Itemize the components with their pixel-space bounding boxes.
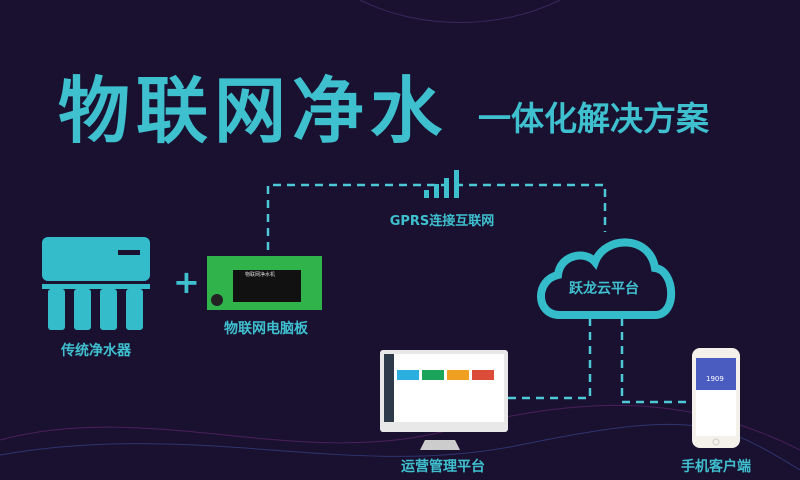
water-filter-icon	[42, 237, 150, 330]
signal-icon	[424, 170, 459, 198]
monitor-image	[380, 350, 508, 450]
phone-image	[692, 348, 740, 448]
connection-lines	[266, 183, 692, 404]
cloud-icon	[537, 238, 676, 319]
label-gprs: GPRS连接互联网	[389, 214, 495, 229]
plus-sign: +	[173, 263, 200, 301]
pcb-board-image	[207, 256, 322, 310]
label-filter: 传统净水器	[61, 343, 131, 359]
pcb-display-text: 物联网净水机	[245, 272, 276, 278]
label-platform: 运营管理平台	[401, 459, 485, 475]
main-title: 物联网净水	[58, 69, 449, 153]
label-pcb: 物联网电脑板	[224, 321, 308, 337]
phone-value: 1909	[706, 375, 724, 383]
label-mobile: 手机客户端	[681, 459, 751, 475]
subtitle: 一体化解决方案	[478, 99, 709, 138]
label-cloud: 跃龙云平台	[569, 281, 639, 297]
